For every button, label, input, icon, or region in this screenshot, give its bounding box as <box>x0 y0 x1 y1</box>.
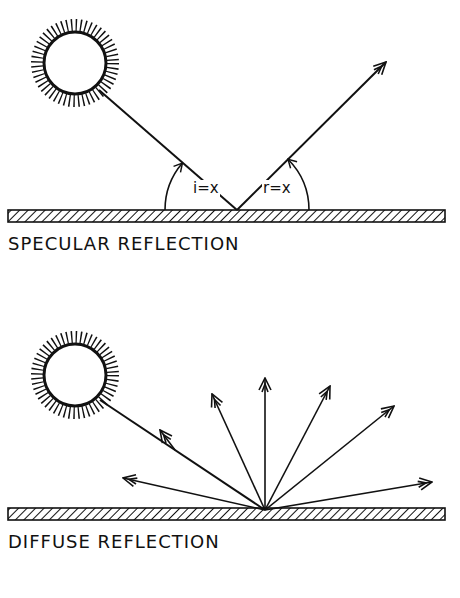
angle-label: i=x <box>192 180 220 197</box>
angle-arc <box>165 163 182 210</box>
sun-top <box>37 25 113 101</box>
surface <box>8 508 445 520</box>
ray-marker <box>160 430 175 450</box>
reflected-ray <box>237 62 386 210</box>
angle-label: r=x <box>262 180 292 197</box>
surface <box>8 210 445 222</box>
caption-label: DIFFUSE REFLECTION <box>8 532 220 552</box>
scattered-rays <box>123 378 432 510</box>
incident-ray <box>99 90 237 210</box>
caption-label: SPECULAR REFLECTION <box>8 234 240 254</box>
